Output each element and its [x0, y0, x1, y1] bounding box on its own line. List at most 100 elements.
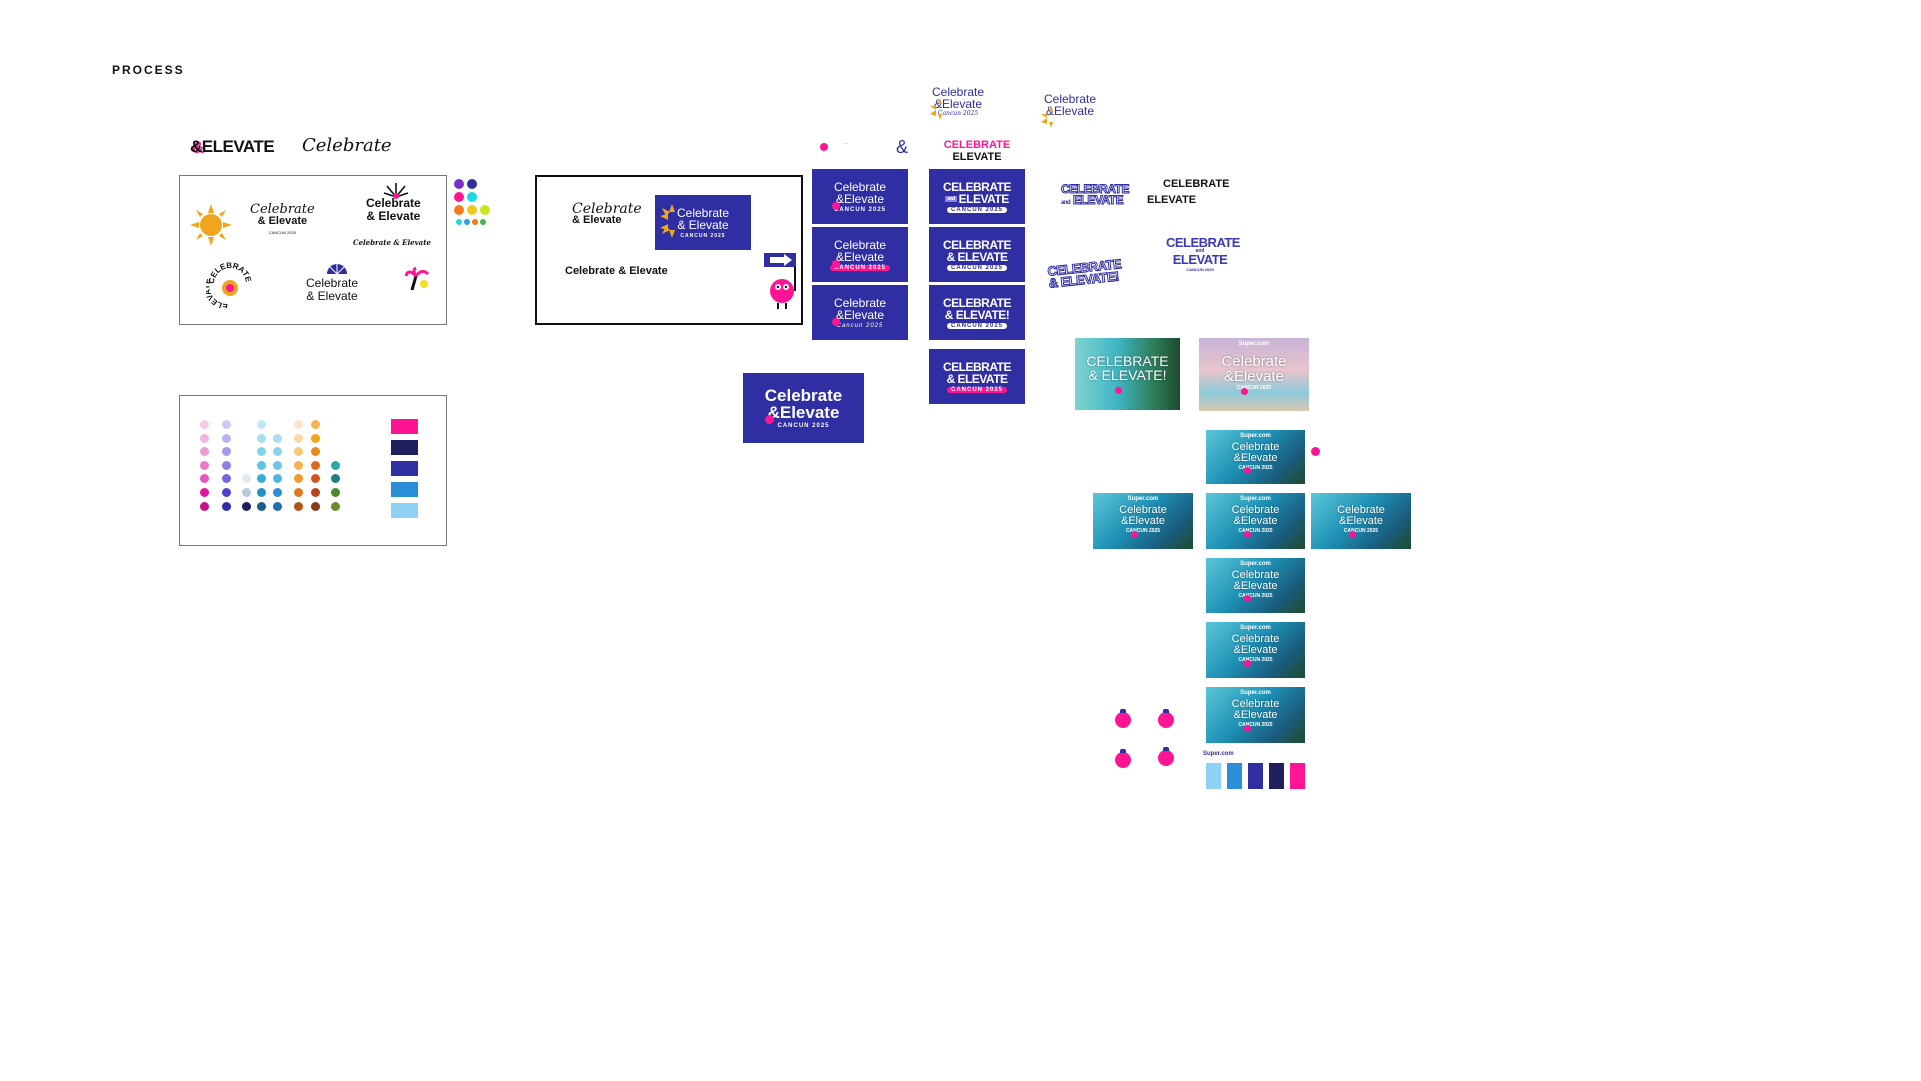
bottom-swatch-row — [1206, 763, 1306, 789]
top-logo-2: Celebrate &Elevate — [1044, 92, 1097, 118]
pink-dot-icon — [832, 202, 840, 210]
color-dot — [480, 205, 490, 215]
logo-exploration-board: Celebrate & Elevate CANCUN 2025 Celebrat… — [179, 175, 447, 325]
color-dot — [467, 205, 477, 215]
palette-dot — [294, 420, 303, 429]
wavy-wordmark: CELEBRATE & ELEVATE! — [1046, 256, 1122, 292]
color-dot — [454, 179, 464, 189]
bold-caption: Celebrate & Elevate — [565, 265, 668, 277]
color-swatch — [1269, 763, 1284, 789]
color-swatch — [1290, 763, 1305, 789]
mascot-icon — [1115, 709, 1131, 728]
palm-tree-icon — [404, 266, 430, 291]
palette-dot — [257, 433, 266, 443]
palette-dot — [273, 474, 282, 484]
palette-dot — [273, 488, 282, 497]
pink-dot-icon — [1244, 660, 1251, 667]
palette-dot — [257, 447, 266, 457]
outline-wordmark: CELEBRATE and ELEVATE — [1061, 182, 1130, 208]
pink-dot-icon — [832, 318, 840, 326]
palette-dot — [311, 488, 320, 497]
pink-dot-icon — [765, 415, 774, 424]
palette-dot — [294, 501, 303, 511]
palette-dot — [257, 474, 266, 484]
palette-dot — [311, 433, 320, 443]
color-dot-grid — [200, 420, 350, 520]
page-heading: PROCESS — [112, 63, 185, 77]
palette-dot — [294, 460, 303, 470]
mascot-icon — [1115, 749, 1131, 768]
color-dot — [467, 192, 477, 202]
palette-dot — [311, 447, 320, 457]
palette-dot — [242, 501, 251, 511]
palette-dot — [222, 474, 231, 484]
pink-dot-icon — [832, 260, 840, 268]
palette-dot — [273, 433, 282, 443]
pink-dot-icon — [1241, 388, 1248, 395]
palette-dot — [200, 460, 209, 470]
ampersand-icon: & — [896, 137, 909, 157]
color-swatch — [1248, 763, 1263, 789]
stacked-wordmark: CELEBRATE and ELEVATE CANCUN 2025 — [1166, 235, 1240, 273]
pink-dot-icon — [1244, 725, 1251, 732]
color-swatch — [1227, 763, 1242, 789]
super-com-tag: Super.com — [1203, 751, 1234, 757]
color-swatch — [391, 461, 418, 476]
pink-dot-icon — [1244, 467, 1251, 474]
rising-sun-icon — [327, 264, 347, 274]
lockup-exploration-board: Celebrate & Elevate Celebrate & Elevate … — [535, 175, 803, 325]
color-swatch — [391, 482, 418, 497]
palette-dot — [331, 501, 340, 511]
color-dot — [467, 179, 477, 189]
ampersand-glyph: & — [190, 137, 202, 156]
half-sun-icon — [660, 204, 675, 238]
color-swatch — [391, 419, 418, 434]
palette-dot — [242, 474, 251, 484]
sun-lockup-tile: Celebrate & Elevate CANCUN 2025 — [655, 195, 751, 250]
bold-stacked-logo: Celebrate & Elevate — [366, 196, 421, 223]
script-logo: Celebrate & Elevate CANCUN 2025 — [250, 202, 315, 235]
column-b-tile: CELEBRATE& ELEVATE!CANCUN 2025 — [929, 285, 1025, 340]
palette-dot — [294, 447, 303, 457]
mini-color-dots — [452, 177, 492, 227]
palette-dot — [257, 501, 266, 511]
palette-dot — [200, 433, 209, 443]
palette-dot — [222, 488, 231, 497]
color-swatch — [391, 503, 418, 518]
palette-dot — [200, 447, 209, 457]
half-sun-icon — [930, 98, 942, 120]
sunburst-icon — [383, 183, 409, 199]
palette-dot — [294, 433, 303, 443]
serif-wordmark: Celebrate & Elevate — [353, 238, 431, 247]
color-palette-board — [179, 395, 447, 546]
half-sun-icon — [1041, 106, 1053, 128]
color-dot — [454, 192, 464, 202]
color-dot — [454, 205, 464, 215]
palette-dot — [273, 447, 282, 457]
palette-dot — [222, 447, 231, 457]
palette-dot — [257, 488, 266, 497]
palette-dot — [294, 474, 303, 484]
palette-dot — [311, 501, 320, 511]
pink-dot-icon — [1244, 531, 1251, 538]
palette-dot — [222, 460, 231, 470]
palette-dot — [331, 488, 340, 497]
wordmark-celebrate-script: Celebrate — [302, 135, 392, 156]
palette-dot — [222, 433, 231, 443]
palette-dot — [311, 460, 320, 470]
column-b-header: CELEBRATE ELEVATE — [943, 139, 1011, 164]
palette-dot — [257, 460, 266, 470]
palette-dot — [273, 460, 282, 470]
plain-stacked-logo: Celebrate & Elevate — [306, 276, 359, 303]
